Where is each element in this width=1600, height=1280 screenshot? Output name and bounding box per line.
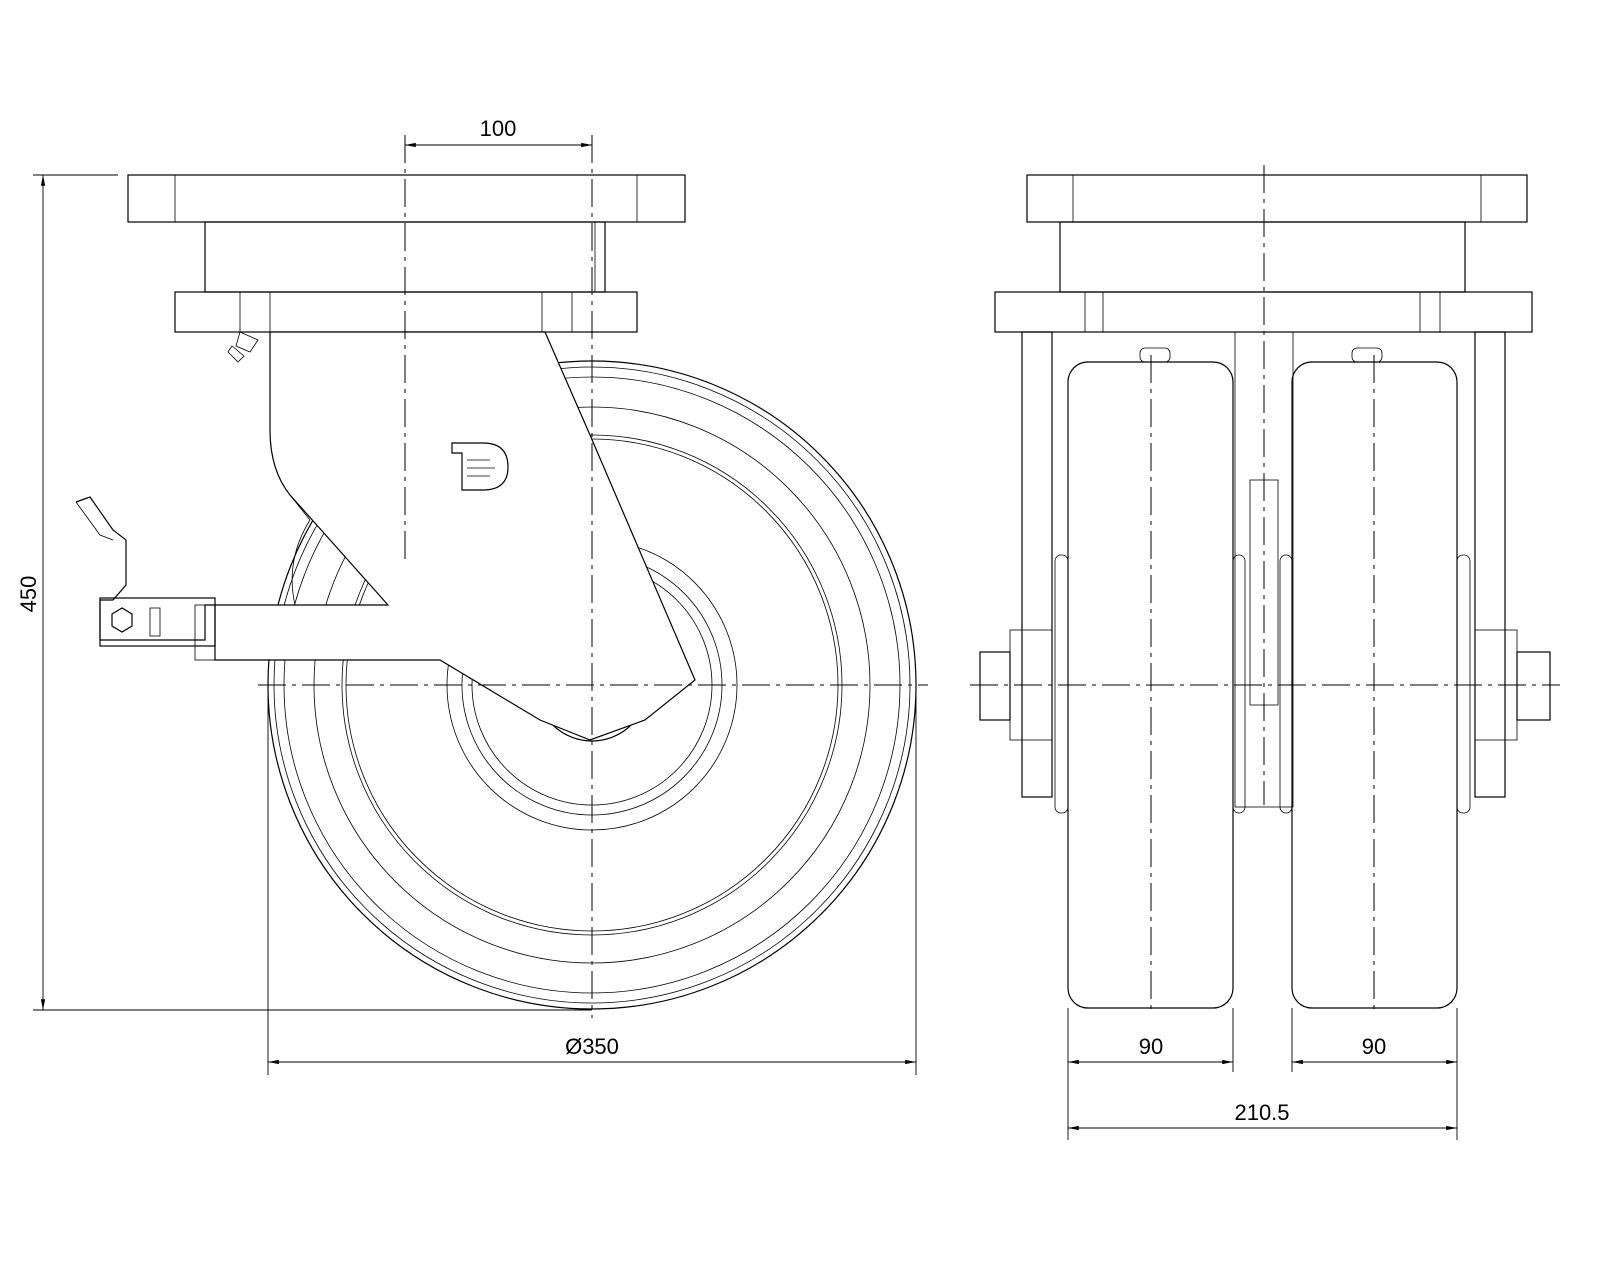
dimension-100: 100	[405, 116, 592, 148]
side-view: 100 450 Ø350	[16, 116, 928, 1075]
left-wheel	[1054, 347, 1246, 1009]
dimension-90-right: 90	[1291, 1008, 1458, 1140]
brake-lever	[75, 496, 216, 661]
dimension-label-450: 450	[16, 576, 41, 613]
centerlines	[258, 135, 928, 1018]
dimension-label-right-wheel: 90	[1362, 1034, 1386, 1059]
dimension-label-diameter: Ø350	[565, 1034, 619, 1059]
dimension-diameter: Ø350	[267, 685, 917, 1075]
brand-logo	[451, 442, 509, 491]
dimension-label-overall-width: 210.5	[1234, 1100, 1289, 1125]
fork-leg	[214, 331, 696, 741]
bolt-icon	[111, 607, 133, 633]
dimension-label-100: 100	[480, 116, 517, 141]
top-plate	[1026, 174, 1528, 223]
front-view: 90 90 210.5	[970, 165, 1560, 1140]
dimension-90-left: 90	[1067, 1008, 1234, 1140]
grease-nipple	[227, 331, 259, 363]
swivel-block	[1059, 221, 1466, 293]
dimension-210-5: 210.5	[1068, 1100, 1457, 1131]
top-plate	[127, 174, 686, 223]
centerlines	[970, 165, 1560, 1015]
right-wheel	[1279, 347, 1471, 1009]
fork-legs	[979, 331, 1551, 798]
dimension-label-left-wheel: 90	[1139, 1034, 1163, 1059]
dimension-450: 450	[16, 174, 592, 1011]
fork-plate	[174, 291, 638, 333]
